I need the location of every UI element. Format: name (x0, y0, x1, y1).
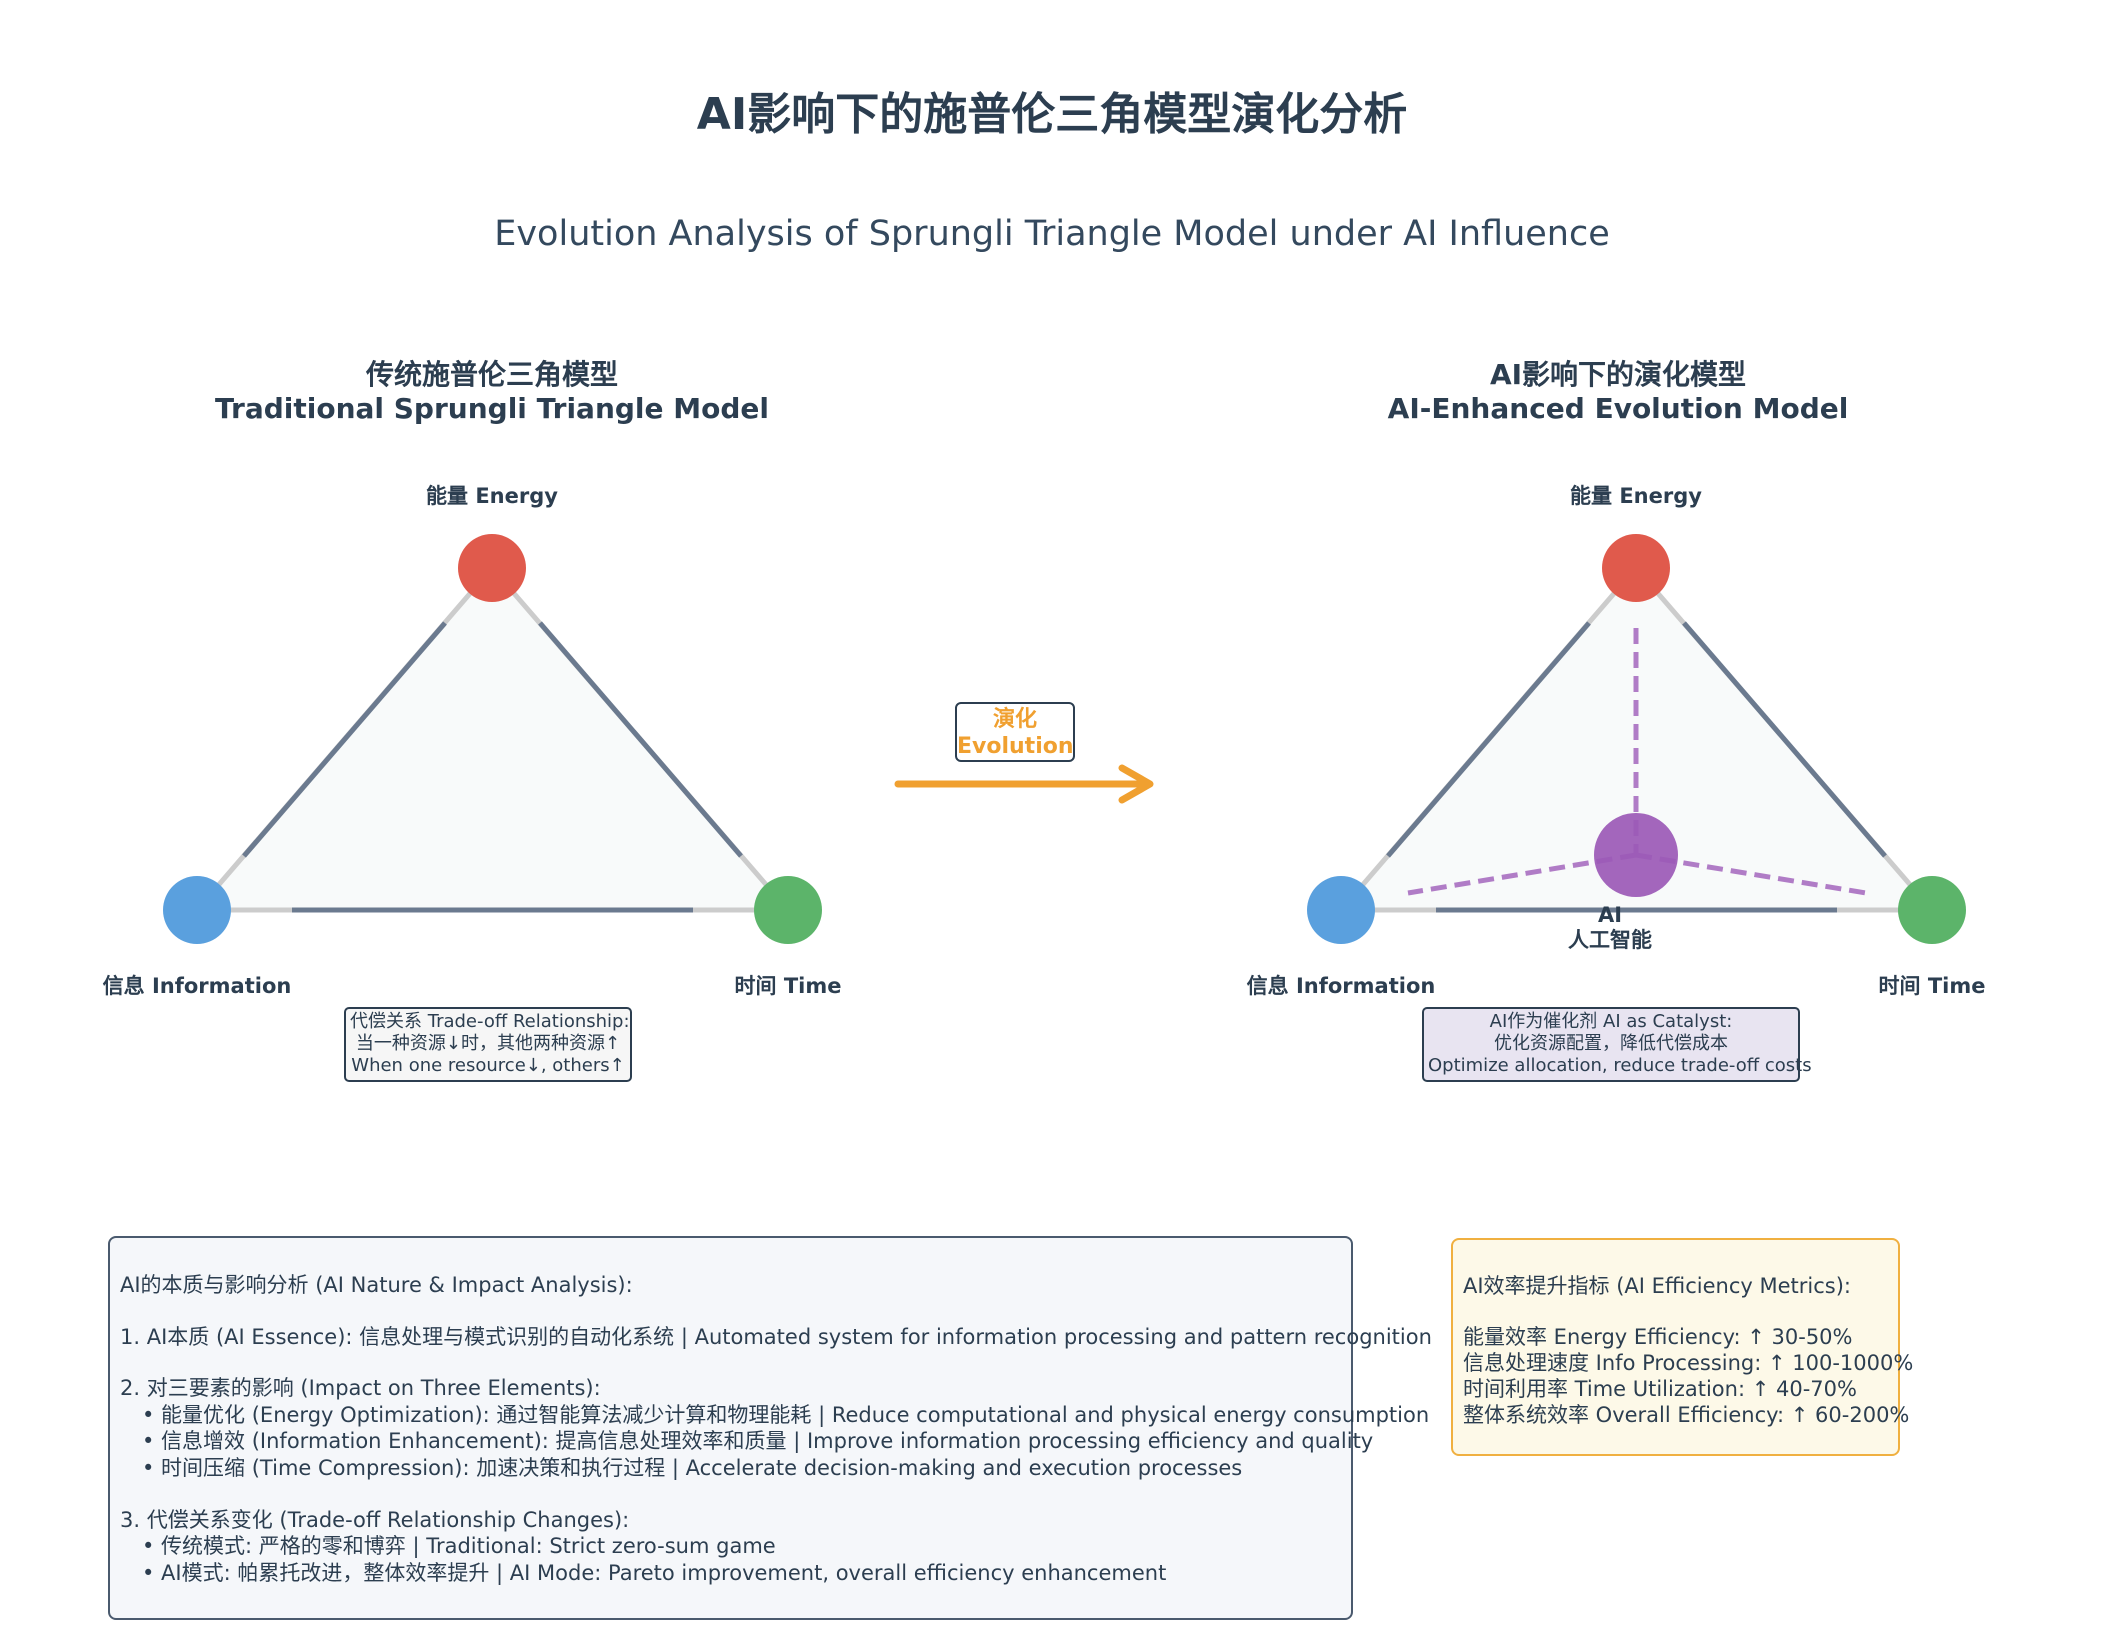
left-time-label: 时间 Time (734, 974, 842, 998)
ai-label-cn: 人工智能 (1568, 928, 1652, 952)
right-edge-energy-info (1386, 621, 1591, 858)
evolution-arrow (894, 764, 1154, 804)
metric-item: 时间利用率 Time Utilization: ↑ 40-70% (1463, 1377, 1857, 1401)
tradeoff-note-line: 当一种资源↓时，其他两种资源↑ (355, 1033, 621, 1054)
page-title: AI影响下的施普伦三角模型演化分析 (696, 89, 1408, 140)
left-triangle-fill (197, 568, 788, 910)
metrics-box: AI效率提升指标 (AI Efficiency Metrics): 能量效率 E… (1451, 1238, 1914, 1456)
catalyst-note: AI作为催化剂 AI as Catalyst: 优化资源配置，降低代偿成本 Op… (1422, 1007, 1812, 1082)
right-time-label: 时间 Time (1878, 974, 1986, 998)
right-edge-energy-time (1682, 621, 1887, 858)
left-information-node (163, 876, 231, 944)
left-time-node (754, 876, 822, 944)
analysis-bullet: • 能量优化 (Energy Optimization): 通过智能算法减少计算… (142, 1402, 1430, 1427)
right-panel-title-en: AI-Enhanced Evolution Model (1387, 392, 1849, 425)
left-panel-title-cn: 传统施普伦三角模型 (365, 358, 618, 391)
analysis-line: 3. 代偿关系变化 (Trade-off Relationship Change… (120, 1507, 630, 1532)
tradeoff-note: 代偿关系 Trade-off Relationship: 当一种资源↓时，其他两… (344, 1007, 632, 1082)
right-energy-label: 能量 Energy (1570, 484, 1702, 508)
left-triangle (163, 534, 822, 944)
right-panel-title-cn: AI影响下的演化模型 (1489, 358, 1747, 391)
analysis-heading: AI的本质与影响分析 (AI Nature & Impact Analysis)… (120, 1273, 633, 1297)
tradeoff-note-line: When one resource↓, others↑ (351, 1055, 625, 1076)
left-information-label: 信息 Information (102, 974, 292, 998)
left-edge-energy-time (538, 621, 743, 858)
analysis-bullet: • 时间压缩 (Time Compression): 加速决策和执行过程 | A… (142, 1455, 1243, 1480)
evolution-label-en: Evolution (957, 734, 1074, 759)
page-subtitle: Evolution Analysis of Sprungli Triangle … (494, 214, 1610, 254)
catalyst-note-line: Optimize allocation, reduce trade-off co… (1428, 1055, 1812, 1076)
analysis-bullet: • AI模式: 帕累托改进，整体效率提升 | AI Mode: Pareto i… (142, 1560, 1167, 1585)
metric-item: 能量效率 Energy Efficiency: ↑ 30-50% (1463, 1325, 1853, 1349)
right-information-label: 信息 Information (1246, 974, 1436, 998)
tradeoff-note-line: 代偿关系 Trade-off Relationship: (350, 1011, 630, 1032)
left-panel-title-en: Traditional Sprungli Triangle Model (215, 392, 769, 425)
right-triangle (1307, 534, 1966, 944)
metrics-title: AI效率提升指标 (AI Efficiency Metrics): (1463, 1274, 1851, 1298)
right-information-node (1307, 876, 1375, 944)
analysis-line: 1. AI本质 (AI Essence): 信息处理与模式识别的自动化系统 | … (120, 1324, 1432, 1349)
left-energy-label: 能量 Energy (426, 484, 558, 508)
right-energy-node (1602, 534, 1670, 602)
metric-item: 整体系统效率 Overall Efficiency: ↑ 60-200% (1463, 1403, 1910, 1427)
left-panel-title: 传统施普伦三角模型 Traditional Sprungli Triangle … (42, 358, 942, 426)
ai-node (1594, 813, 1678, 897)
left-energy-node (458, 534, 526, 602)
catalyst-note-line: AI作为催化剂 AI as Catalyst: (1489, 1011, 1733, 1032)
analysis-bullet: • 传统模式: 严格的零和博弈 | Traditional: Strict ze… (142, 1534, 776, 1559)
ai-label-en: AI (1597, 903, 1623, 927)
analysis-line: 2. 对三要素的影响 (Impact on Three Elements): (120, 1376, 601, 1401)
analysis-bullet: • 信息增效 (Information Enhancement): 提高信息处理… (142, 1429, 1374, 1454)
left-edge-energy-info (242, 621, 447, 858)
right-time-node (1898, 876, 1966, 944)
catalyst-note-line: 优化资源配置，降低代偿成本 (1494, 1033, 1728, 1054)
analysis-box: AI的本质与影响分析 (AI Nature & Impact Analysis)… (108, 1236, 1432, 1620)
right-panel-title: AI影响下的演化模型 AI-Enhanced Evolution Model (1168, 358, 2068, 426)
metric-item: 信息处理速度 Info Processing: ↑ 100-1000% (1463, 1351, 1914, 1375)
evolution-label-box: 演化 Evolution (955, 702, 1075, 762)
evolution-label-cn: 演化 (992, 707, 1037, 732)
evolution-arrow-head (1118, 764, 1154, 804)
